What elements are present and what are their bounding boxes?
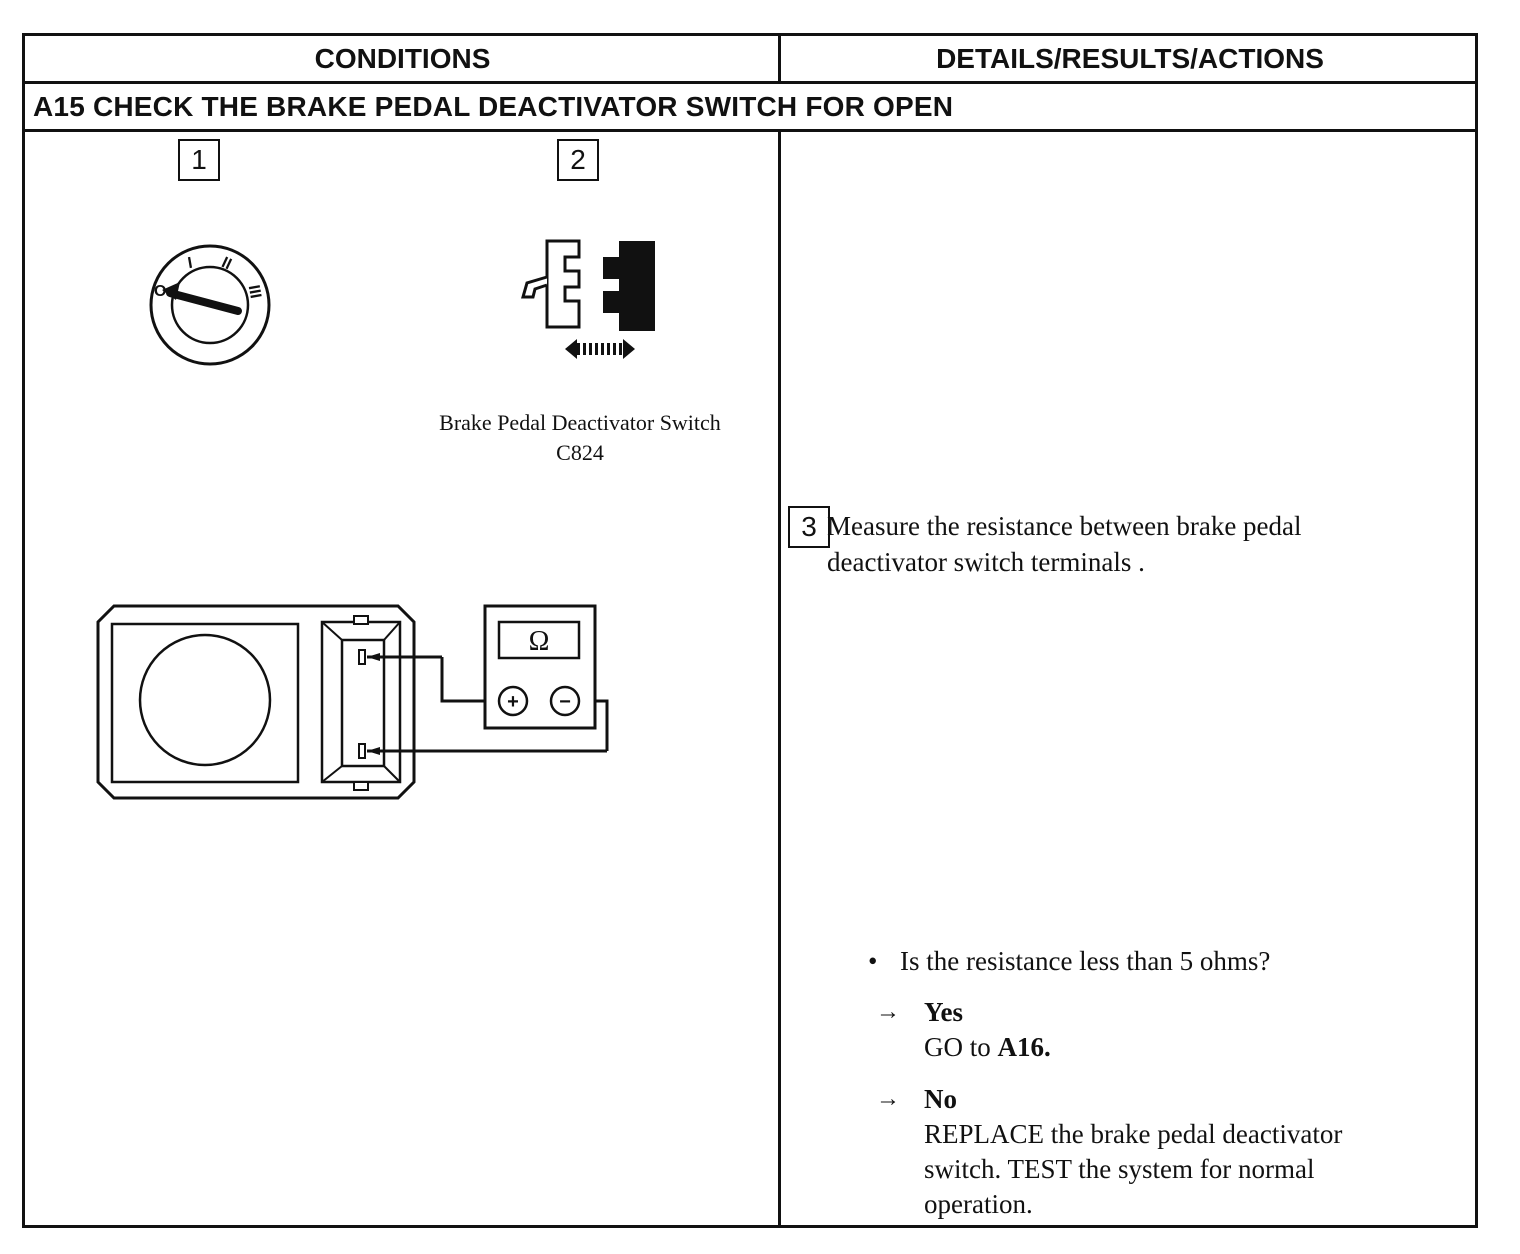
ohmmeter-measurement-diagram: Ω + − <box>96 604 609 800</box>
no-action: REPLACE the brake pedal deactivator swit… <box>924 1119 1343 1219</box>
ignition-pos-1: I <box>186 255 193 273</box>
resistance-question: Is the resistance less than 5 ohms? <box>900 946 1271 976</box>
yes-label: Yes <box>924 997 963 1027</box>
no-arrow-icon: → <box>876 1086 900 1112</box>
details-header: DETAILS/RESULTS/ACTIONS <box>936 43 1324 74</box>
yes-arrow-icon: → <box>876 999 900 1025</box>
yes-action: GO to A16. <box>924 1030 1424 1065</box>
header-divider <box>25 81 1478 84</box>
switch-caption-connector: C824 <box>556 440 604 465</box>
column-divider <box>778 132 781 1228</box>
step-3-box: 3 <box>788 506 830 548</box>
switch-caption: Brake Pedal Deactivator Switch C824 <box>410 408 750 468</box>
header-column-divider <box>778 36 781 82</box>
no-label: No <box>924 1084 957 1114</box>
plus-terminal-label: + <box>507 691 519 713</box>
ignition-pos-3: III <box>245 284 264 300</box>
step-1-box: 1 <box>178 139 220 181</box>
connector-disconnect-icon <box>521 239 655 359</box>
step-3-instruction: Measure the resistance between brake ped… <box>827 511 1302 577</box>
conditions-header: CONDITIONS <box>314 43 491 74</box>
step-2-box: 2 <box>557 139 599 181</box>
title-divider <box>25 129 1478 132</box>
step-title: A15 CHECK THE BRAKE PEDAL DEACTIVATOR SW… <box>33 91 954 122</box>
ignition-pos-off: O <box>154 283 166 300</box>
procedure-table: CONDITIONS DETAILS/RESULTS/ACTIONS A15 C… <box>22 33 1478 1228</box>
switch-caption-name: Brake Pedal Deactivator Switch <box>439 410 721 435</box>
question-bullet: • <box>868 946 878 976</box>
ohm-symbol: Ω <box>529 626 550 657</box>
minus-terminal-label: − <box>559 691 571 713</box>
yes-action-target: A16. <box>997 1032 1051 1062</box>
ignition-key-icon: O I II III <box>149 244 271 366</box>
yes-action-text: GO to <box>924 1032 998 1062</box>
